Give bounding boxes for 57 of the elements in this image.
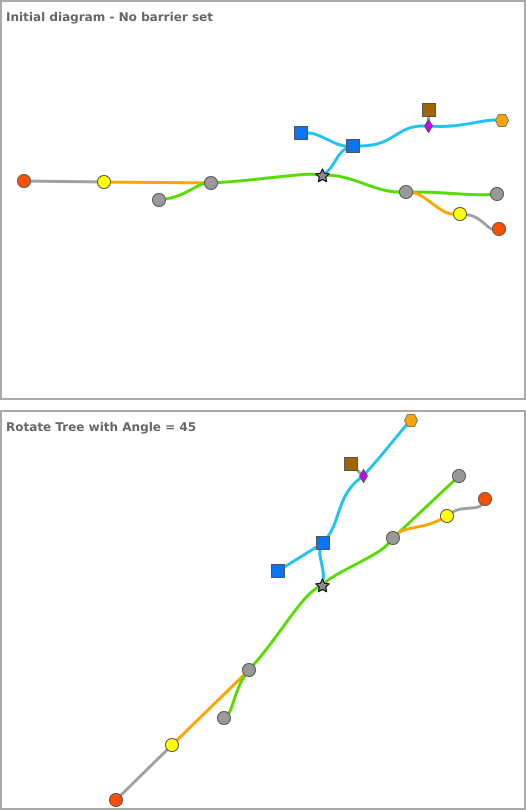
- circle-node: [490, 187, 504, 201]
- connector-line: [120, 748, 168, 797]
- connector-line: [430, 118, 496, 128]
- connector-line: [284, 546, 318, 568]
- connector-line: [426, 116, 430, 122]
- connector-line: [306, 132, 348, 148]
- square-node: [294, 126, 308, 140]
- circle-node: [440, 509, 454, 523]
- hexagon-node: [404, 414, 418, 426]
- circle-node: [97, 175, 111, 189]
- square-node: [316, 536, 330, 550]
- connector-line: [326, 174, 400, 194]
- circle-node: [17, 174, 31, 188]
- circle-node: [492, 222, 506, 236]
- diamond-node: [358, 469, 368, 483]
- square-node: [271, 564, 285, 578]
- connector-line: [227, 674, 246, 715]
- star-node: [314, 578, 330, 592]
- connector-line: [364, 424, 408, 475]
- connector-line: [325, 147, 348, 174]
- connector-line: [164, 182, 206, 200]
- circle-node: [399, 185, 413, 199]
- diagram-panel: [0, 0, 526, 400]
- circle-node: [204, 176, 218, 190]
- connector-line: [318, 548, 325, 582]
- circle-node: [478, 492, 492, 506]
- connector-line: [396, 518, 442, 535]
- square-node: [344, 457, 358, 471]
- panel-title: Initial diagram - No barrier set: [6, 9, 213, 25]
- diamond-node: [424, 119, 432, 133]
- connector-line: [451, 503, 483, 514]
- circle-node: [217, 711, 231, 725]
- connector-line: [412, 190, 492, 196]
- circle-node: [453, 207, 467, 221]
- square-node: [346, 139, 360, 153]
- connector-line: [411, 191, 454, 216]
- circle-node: [452, 469, 466, 483]
- connector-line: [252, 586, 319, 666]
- circle-node: [242, 663, 256, 677]
- connector-line: [176, 673, 246, 742]
- diagram-panel: [0, 410, 526, 810]
- connector-line: [30, 180, 98, 184]
- square-node: [422, 103, 436, 117]
- circle-node: [152, 193, 166, 207]
- circle-node: [386, 531, 400, 545]
- circle-node: [109, 793, 123, 807]
- hexagon-node: [495, 114, 509, 126]
- connector-line: [110, 180, 206, 184]
- star-node: [314, 168, 330, 182]
- connector-line: [358, 124, 425, 148]
- panel-title: Rotate Tree with Angle = 45: [6, 419, 196, 435]
- connector-line: [326, 476, 362, 538]
- circle-node: [165, 738, 179, 752]
- connector-line: [216, 172, 318, 184]
- connector-line: [324, 542, 390, 583]
- connector-line: [465, 213, 494, 230]
- connector-line: [356, 470, 362, 475]
